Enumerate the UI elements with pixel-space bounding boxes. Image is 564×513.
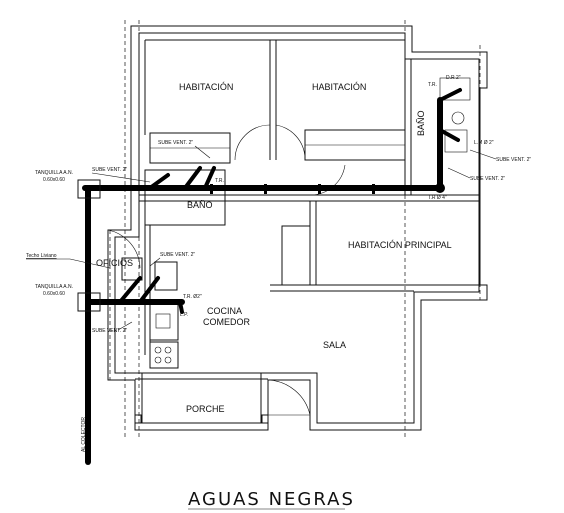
room-label-porche: PORCHE	[186, 404, 225, 414]
label-sube-vent-bano-left: SUBE VENT. 2"	[158, 140, 193, 146]
room-label-oficios: OFICIOS	[96, 258, 133, 268]
label-tr-4: T.R Ø 4"	[428, 195, 447, 201]
room-label-bano-left: BAÑO	[187, 200, 213, 210]
label-sube-vent-cocina-bottom: SUBE VENT. 2"	[92, 328, 127, 334]
label-dr-top-right: D.R 2"	[446, 75, 461, 81]
dashed-outlines	[109, 20, 481, 440]
walls	[107, 25, 488, 431]
room-label-cocina: COCINA	[207, 306, 242, 316]
label-tanquilla-top: TANQUILLA A.N.	[35, 170, 73, 176]
label-sube-vent-right-1: SUBE VENT. 2"	[496, 157, 531, 163]
room-label-bano-right: BAÑO	[416, 110, 426, 136]
room-label-habitacion-2: HABITACIÓN	[312, 82, 366, 92]
room-labels: HABITACIÓN HABITACIÓN BAÑO BAÑO HABITACI…	[96, 82, 452, 414]
room-label-habitacion-1: HABITACIÓN	[179, 82, 233, 92]
label-tanquilla-bottom-size: 0.60x0.60	[43, 291, 65, 297]
label-tr-top-right: T.R.	[428, 82, 437, 88]
label-sube-vent-left-top: SUBE VENT. 2"	[92, 167, 127, 173]
label-tr-cocina: T.R. Ø2"	[183, 294, 202, 300]
label-sube-vent-right-2: SUBE VENT. 2"	[470, 176, 505, 182]
label-vertical-colector: AL COLECTOR	[81, 417, 87, 452]
room-label-comedor: COMEDOR	[203, 317, 251, 327]
label-tanquilla-top-size: 0.60x0.60	[43, 177, 65, 183]
page-title: AGUAS NEGRAS	[188, 489, 355, 510]
label-tanquilla-bottom: TANQUILLA A.N.	[35, 284, 73, 290]
label-tr-bano-left: T.R.	[215, 178, 224, 184]
label-sube-vent-oficios: SUBE VENT. 2"	[160, 252, 195, 258]
room-label-habitacion-principal: HABITACIÓN PRINCIPAL	[348, 240, 452, 250]
annotation-labels: TANQUILLA A.N. 0.60x0.60 TANQUILLA A.N. …	[26, 75, 531, 452]
label-lp: L.P.	[180, 312, 188, 318]
room-label-sala: SALA	[323, 340, 346, 350]
label-techo-liviano: Techo Liviano	[26, 253, 57, 259]
label-lm-right: L.M Ø 2"	[474, 140, 494, 146]
sewage-pipes	[77, 88, 462, 465]
